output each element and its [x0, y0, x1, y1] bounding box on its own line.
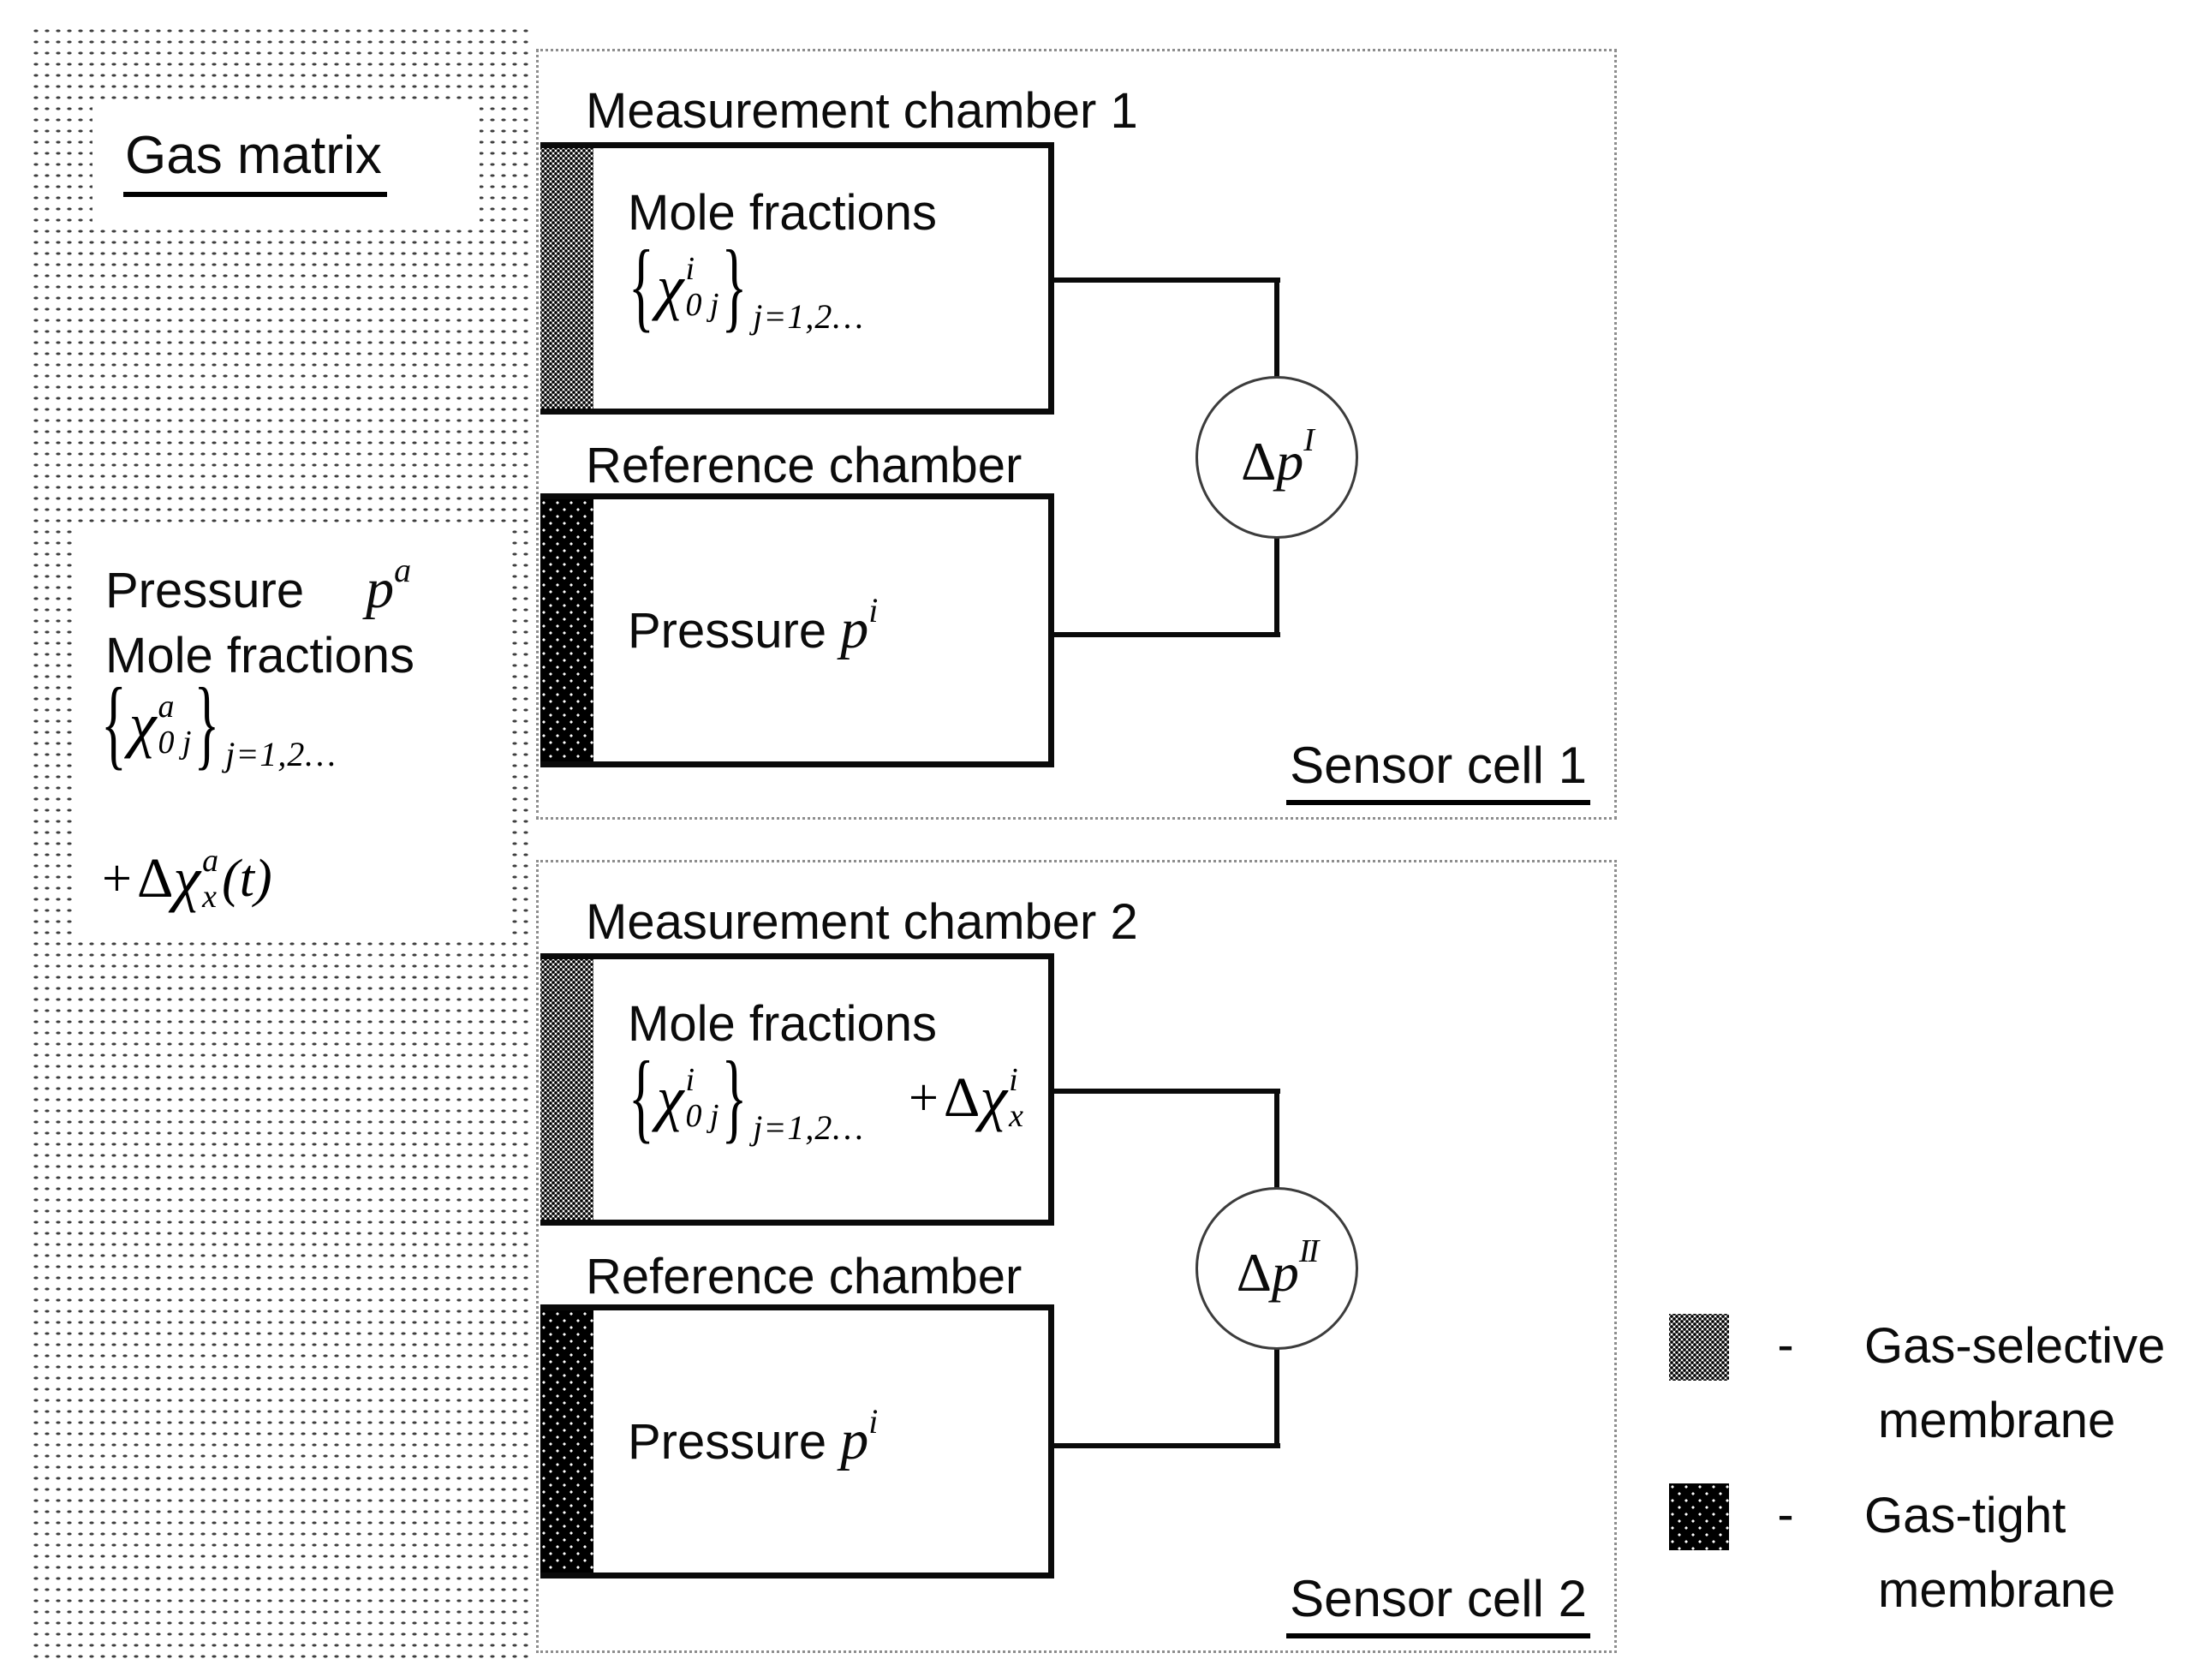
- gas-selective-membrane: [540, 148, 593, 409]
- wire-measurement-to-gauge: [1054, 278, 1280, 283]
- pressure-difference-gauge-1: ΔpI: [1195, 376, 1358, 539]
- measurement-chamber-2-title: Measurement chamber 2: [586, 894, 1138, 950]
- wire-measurement-to-gauge: [1054, 1089, 1280, 1094]
- legend-label-gas-selective: Gas-selective membrane: [1864, 1318, 2166, 1448]
- reference-chamber-2-title: Reference chamber: [586, 1249, 1023, 1304]
- gas-tight-swatch: [1669, 1483, 1729, 1550]
- legend-item-gas-tight: - Gas-tight membrane: [1669, 1478, 2115, 1627]
- gas-matrix-pressure-line: Pressure pa: [105, 550, 411, 622]
- measurement-chamber-1-title: Measurement chamber 1: [586, 83, 1138, 139]
- gauge-2-label: ΔpII: [1236, 1233, 1319, 1303]
- gas-matrix-title: Gas matrix: [123, 126, 387, 198]
- pressure-symbol: pa: [366, 551, 412, 620]
- gas-matrix-label-box: Gas matrix: [92, 99, 480, 228]
- pressure-label: Pressure: [105, 563, 305, 618]
- gas-matrix-mole-fractions-label: Mole fractions: [105, 628, 415, 683]
- legend-label-gas-tight: Gas-tight membrane: [1864, 1488, 2116, 1618]
- legend-item-gas-selective: - Gas-selective membrane: [1669, 1309, 2165, 1458]
- reference-chamber-1-title: Reference chamber: [586, 438, 1023, 493]
- legend-separator: -: [1777, 1487, 1794, 1543]
- gas-tight-membrane: [540, 1310, 593, 1572]
- pressure-symbol: pi: [840, 591, 879, 660]
- sensor-cell-1-label: Sensor cell 1: [1286, 736, 1590, 805]
- wire-reference-to-gauge: [1054, 1443, 1280, 1448]
- wire-reference-to-gauge: [1054, 632, 1280, 637]
- reference-pressure-line: Pressure pi: [628, 1402, 879, 1471]
- gas-matrix-region: Gas matrix Pressure pa Mole fractions { χ…: [31, 26, 533, 1660]
- reference-chamber-2-box: Pressure pi: [540, 1304, 1054, 1578]
- reference-chamber-1-box: Pressure pi: [540, 493, 1054, 767]
- wire-gauge-bottom: [1274, 531, 1279, 637]
- gas-tight-membrane: [540, 499, 593, 761]
- wire-gauge-bottom: [1274, 1342, 1279, 1448]
- pressure-difference-gauge-2: ΔpII: [1195, 1187, 1358, 1350]
- gauge-1-label: ΔpI: [1241, 422, 1315, 492]
- pressure-symbol: pi: [840, 1402, 879, 1471]
- gas-selective-membrane: [540, 959, 593, 1220]
- reference-pressure-line: Pressure pi: [628, 591, 879, 660]
- gas-selective-swatch: [1669, 1314, 1729, 1381]
- legend-separator: -: [1777, 1317, 1794, 1373]
- sensor-cell-2: Measurement chamber 2 Mole fractions { χ…: [536, 860, 1617, 1653]
- wire-gauge-top: [1274, 278, 1279, 382]
- wire-gauge-top: [1274, 1089, 1279, 1193]
- sensor-cell-1: Measurement chamber 1 Mole fractions { χ…: [536, 49, 1617, 820]
- mole-fractions-label: Mole fractions: [628, 996, 938, 1052]
- sensor-cell-2-label: Sensor cell 2: [1286, 1569, 1590, 1638]
- mole-fractions-label: Mole fractions: [628, 185, 938, 241]
